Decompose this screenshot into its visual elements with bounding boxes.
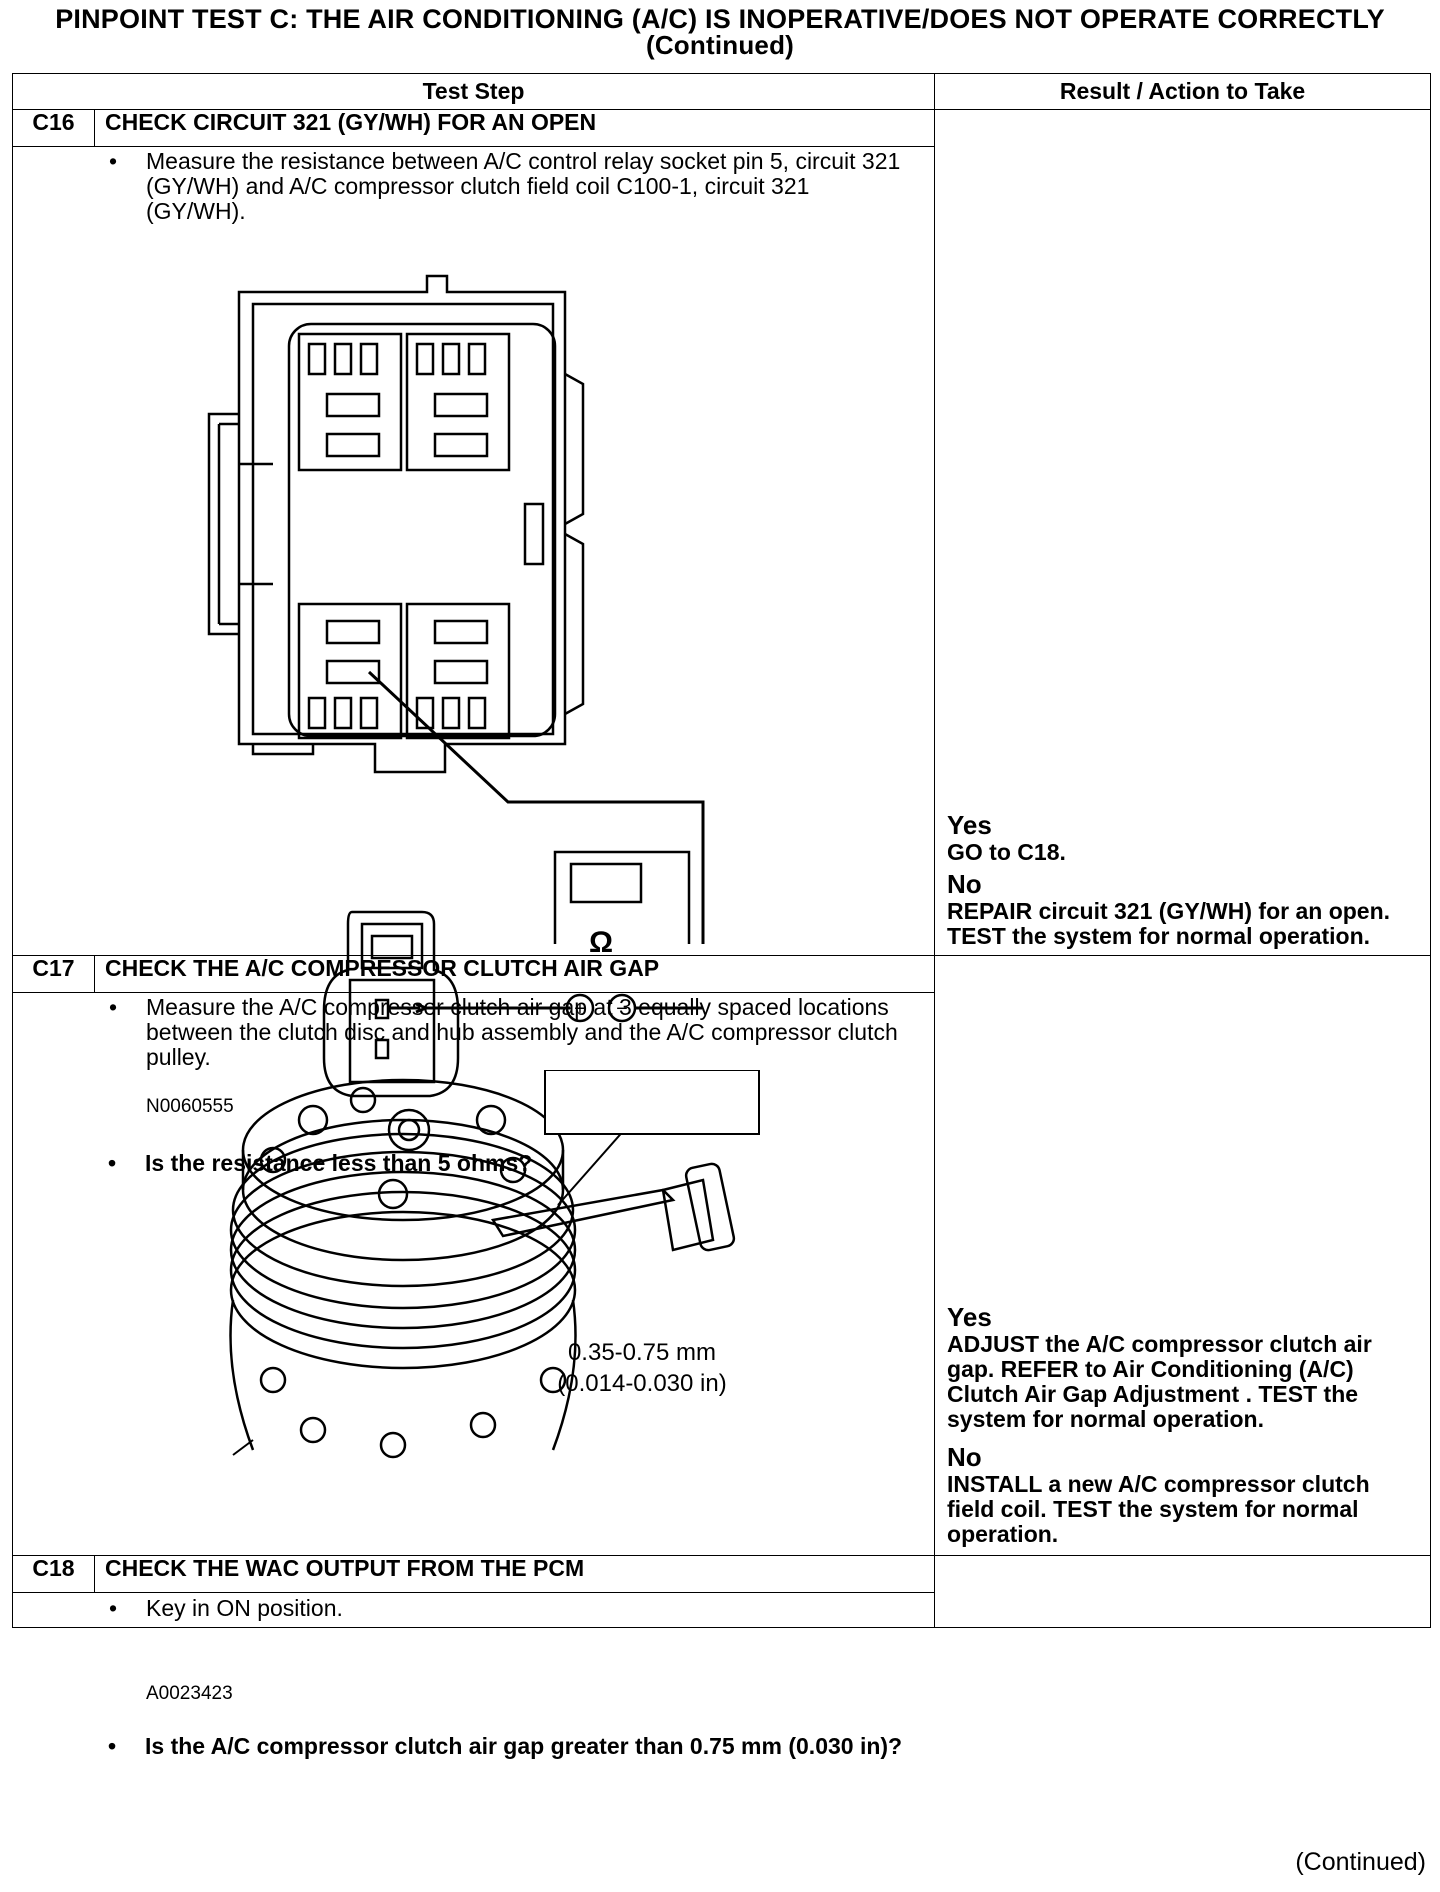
step-c16-header: C16 CHECK CIRCUIT 321 (GY/WH) FOR AN OPE… [12,109,1432,956]
compressor-clutch-diagram [229,1070,760,1459]
step-c17-content: Measure the A/C compressor clutch air ga… [11,992,936,1556]
step-c17-body: Measure the A/C compressor clutch air ga… [11,992,1431,1556]
step-instruction: Key in ON position. [13,1596,934,1622]
step-id: C17 [12,955,95,993]
ohmmeter-icon [553,850,691,944]
step-instruction: Measure the A/C compressor clutch air ga… [13,995,934,1070]
pinpoint-test-table: Test Step Result / Action to Take C16 CH… [11,73,1432,1628]
page-title-continued: (Continued) [645,30,795,60]
result-block: Yes GO to C18. No REPAIR circuit 321 (GY… [947,810,1416,949]
result-yes-text: GO to C18. [947,839,1066,865]
page-title-main: PINPOINT TEST C: THE AIR CONDITIONING (A… [55,4,1385,34]
step-c16-body: Measure the resistance between A/C contr… [11,146,1431,956]
step-id: C16 [12,109,95,147]
result-no-text: REPAIR circuit 321 (GY/WH) for an open. … [947,898,1391,949]
result-block: Yes ADJUST the A/C compressor clutch air… [947,1302,1416,1547]
step-c18-result [934,1555,1432,1628]
step-id: C18 [12,1555,95,1593]
step-question: Is the A/C compressor clutch air gap gre… [12,1734,934,1760]
figure-code-c17: A0023423 [146,1683,233,1704]
page-footer-continued: (Continued) [1295,1848,1426,1876]
column-header-result: Result / Action to Take [934,73,1432,110]
step-c16-result: Yes GO to C18. No REPAIR circuit 321 (GY… [934,109,1432,956]
step-c18-content: Key in ON position. [11,1592,936,1628]
step-c18-header: C18 CHECK THE WAC OUTPUT FROM THE PCM [12,1555,1432,1628]
step-c16-content: Measure the resistance between A/C contr… [11,146,936,956]
page-title: PINPOINT TEST C: THE AIR CONDITIONING (A… [0,4,1440,60]
result-no-text: INSTALL a new A/C compressor clutch fiel… [947,1471,1370,1547]
step-c18-body: Key in ON position. [11,1592,1431,1628]
relay-socket-diagram [207,274,705,944]
step-c17-result: Yes ADJUST the A/C compressor clutch air… [934,955,1432,1556]
result-yes-label: Yes [947,810,992,840]
column-header-test-step: Test Step [11,73,936,110]
result-no-label: No [947,869,982,899]
step-heading: CHECK THE WAC OUTPUT FROM THE PCM [93,1555,936,1593]
step-heading: CHECK CIRCUIT 321 (GY/WH) FOR AN OPEN [93,109,936,147]
step-c17-header: C17 CHECK THE A/C COMPRESSOR CLUTCH AIR … [12,955,1432,1556]
result-no-label: No [947,1442,982,1472]
step-instruction: Measure the resistance between A/C contr… [13,149,934,224]
result-yes-label: Yes [947,1302,992,1332]
step-heading: CHECK THE A/C COMPRESSOR CLUTCH AIR GAP [93,955,936,993]
result-yes-text: ADJUST the A/C compressor clutch air gap… [947,1331,1372,1432]
